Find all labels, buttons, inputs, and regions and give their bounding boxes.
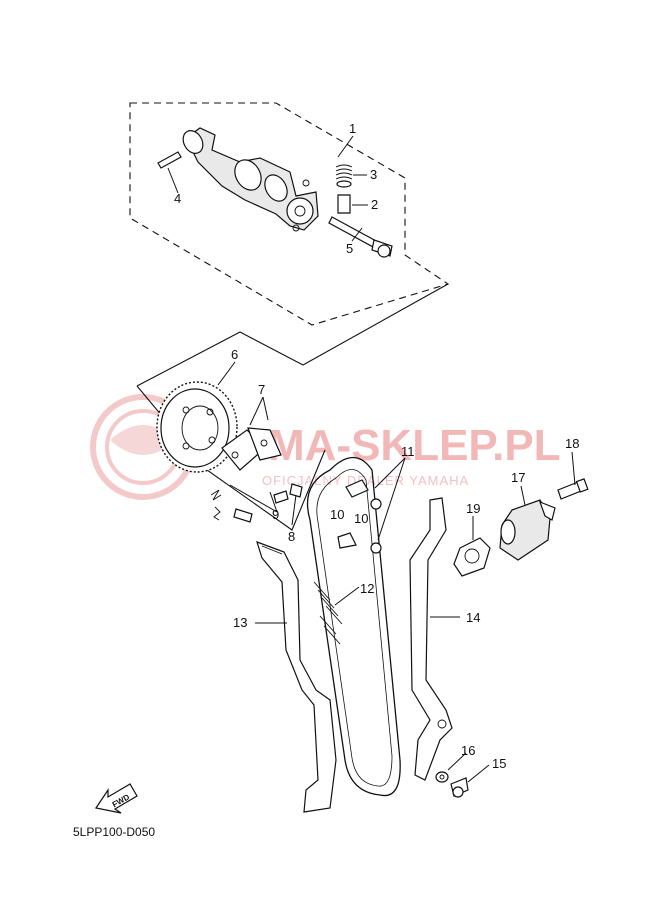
callout-13: 13 [233, 615, 247, 630]
callout-5: 5 [346, 241, 353, 256]
callout-3: 3 [370, 167, 377, 182]
callout-11: 11 [401, 444, 415, 459]
camshaft-icon [182, 127, 319, 232]
bolt-small-icon [233, 483, 303, 523]
leader-lines [167, 135, 576, 783]
callout-15: 15 [492, 756, 506, 771]
callout-18: 18 [565, 436, 579, 451]
callout-1: 1 [349, 121, 356, 136]
diagram-code: 5LPP100-D050 [73, 825, 155, 839]
callout-10a: 10 [330, 507, 344, 522]
watermark-title: MA-SKLEP.PL [268, 421, 561, 470]
bolt-15-icon [450, 777, 469, 798]
spring-small-icon [210, 489, 222, 521]
callout-8: 8 [288, 529, 295, 544]
callout-16: 16 [461, 743, 475, 758]
fwd-arrow-icon: FWD [95, 783, 138, 814]
tensioner-bolt-icon [557, 478, 589, 500]
callout-12: 12 [360, 581, 374, 596]
callout-numbers: 1 2 3 4 5 6 7 8 9 10 10 11 12 13 14 15 1… [174, 121, 579, 771]
callout-7: 7 [258, 382, 265, 397]
plunger-icon [337, 194, 351, 214]
gear-assembly-outline [136, 283, 449, 387]
camshaft-assembly-outline [129, 102, 450, 326]
chain-guide-intake-icon [256, 541, 337, 813]
callout-2: 2 [371, 197, 378, 212]
chain-guide-exhaust-icon [409, 497, 453, 781]
decompression-shaft-icon [328, 216, 393, 258]
pin-icon [157, 151, 182, 169]
callout-14: 14 [466, 610, 480, 625]
washer-icon [435, 771, 449, 783]
callout-19: 19 [466, 501, 480, 516]
callout-9: 9 [272, 507, 279, 522]
callout-4: 4 [174, 191, 181, 206]
tensioner-icon [499, 499, 556, 561]
cam-chain-icon [306, 456, 401, 797]
callout-17: 17 [511, 470, 525, 485]
guide-bolt-icon [337, 479, 382, 554]
callout-6: 6 [231, 347, 238, 362]
gasket-icon [453, 537, 491, 577]
bracket-plate-icon [221, 427, 282, 471]
callout-10b: 10 [354, 511, 368, 526]
cam-sprocket-icon [156, 381, 238, 473]
spring-icon [335, 164, 353, 188]
